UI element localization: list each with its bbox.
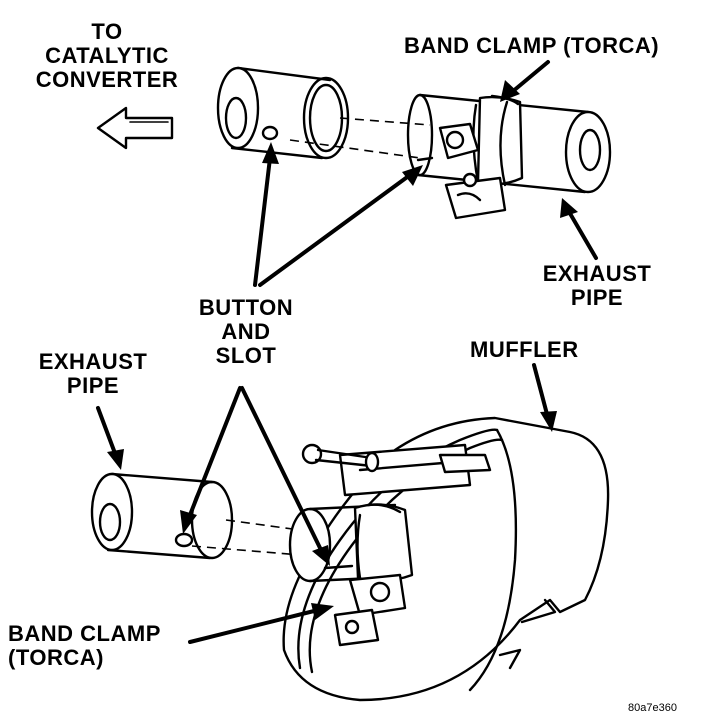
- band-clamp-bottom-label: BAND CLAMP (TORCA): [8, 622, 161, 670]
- exhaust-pipe-left-label: EXHAUST PIPE: [28, 350, 158, 398]
- to-catalytic-line-1: TO: [91, 19, 123, 44]
- upper-band-clamp: [438, 94, 524, 220]
- direction-arrow: [96, 106, 174, 150]
- lower-band-clamp: [333, 503, 414, 647]
- exhaust-pipe-left-line-1: EXHAUST: [38, 349, 148, 374]
- exhaust-pipe-left-line-2: PIPE: [66, 373, 120, 398]
- lower-leader-lines: [96, 363, 557, 644]
- lower-exhaust-pipe: [90, 472, 301, 560]
- button-slot-line-1: BUTTON: [198, 295, 294, 320]
- button-and-slot-label: BUTTON AND SLOT: [186, 296, 306, 368]
- band-clamp-bottom-line-1: BAND CLAMP: [8, 621, 161, 646]
- upper-leader-lines: [500, 60, 598, 260]
- band-clamp-top-label: BAND CLAMP (TORCA): [404, 33, 660, 58]
- muffler-inlet-pipe: [288, 503, 397, 583]
- band-clamp-bottom-line-2: (TORCA): [8, 645, 104, 670]
- button-slot-line-2: AND: [221, 319, 271, 344]
- exhaust-pipe-right-line-2: PIPE: [570, 285, 624, 310]
- upper-pipe-section: [216, 66, 431, 160]
- muffler-label: MUFFLER: [470, 337, 579, 362]
- button-slot-line-3: SLOT: [215, 343, 277, 368]
- to-catalytic-line-2: CATALYTIC: [45, 43, 169, 68]
- exhaust-pipe-right-line-1: EXHAUST: [542, 261, 652, 286]
- exhaust-pipe-right-label: EXHAUST PIPE: [532, 262, 662, 310]
- muffler-bracket: [301, 443, 492, 497]
- to-catalytic-converter-label: TO CATALYTIC CONVERTER: [22, 20, 192, 92]
- to-catalytic-line-3: CONVERTER: [35, 67, 179, 92]
- button-slot-leaders-top: [253, 142, 423, 287]
- figure-id: 80a7e360: [628, 702, 677, 714]
